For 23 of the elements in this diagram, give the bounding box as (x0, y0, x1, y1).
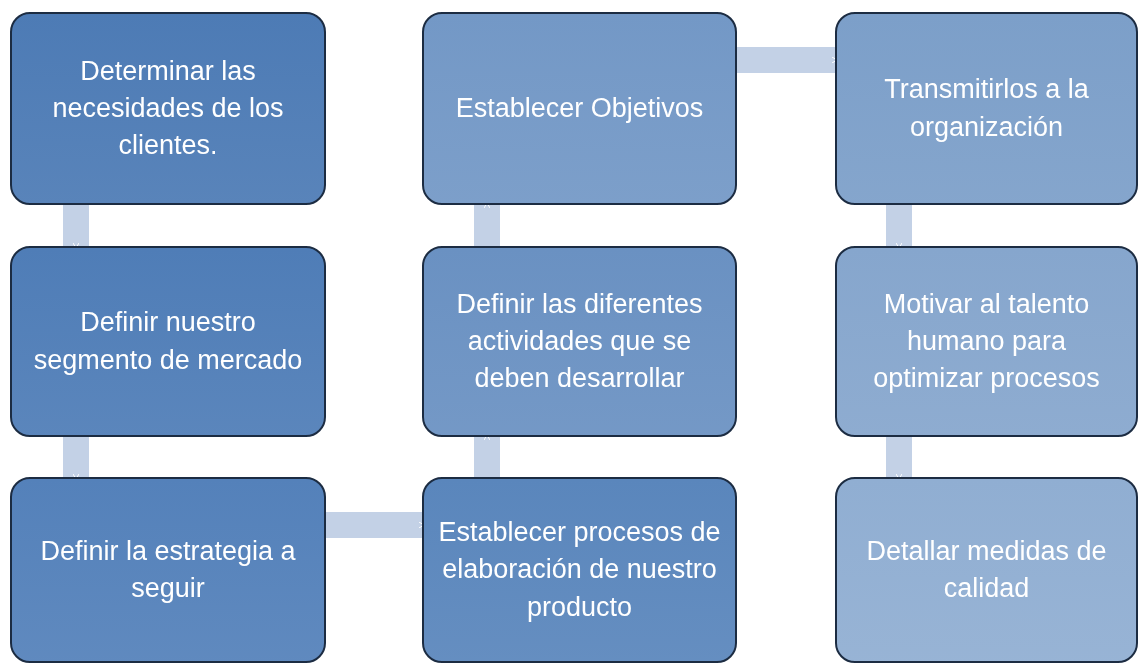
process-box (10, 477, 326, 663)
process-box (835, 477, 1138, 663)
step-text: Determinar las necesidades de los clientes. (51, 54, 285, 163)
process-box (835, 12, 1138, 205)
connector-arrow (886, 205, 912, 249)
step-text: Definir la estrategia a seguir (39, 534, 297, 605)
step-text: Establecer Objetivos (455, 91, 704, 125)
step-text: Detallar medidas de calidad (865, 534, 1108, 605)
process-box (422, 477, 737, 663)
step-text: Definir las diferentes actividades que se deben desarrollar (455, 287, 704, 396)
process-box (422, 246, 737, 437)
process-box (422, 12, 737, 205)
connector-arrow (63, 437, 89, 480)
connector-arrow (63, 205, 89, 249)
process-box (10, 12, 326, 205)
connector-arrow (474, 202, 500, 246)
connector-arrow (474, 434, 500, 477)
process-box (10, 246, 326, 437)
step-text: Definir nuestro segmento de mercado (32, 306, 304, 377)
step-text: Motivar al talento humano para optimizar procesos (872, 287, 1101, 396)
step-text: Transmitirlos a la organización (883, 73, 1090, 144)
process-box (835, 246, 1138, 437)
step-text: Establecer procesos de elaboración de nuestro producto (438, 516, 721, 624)
